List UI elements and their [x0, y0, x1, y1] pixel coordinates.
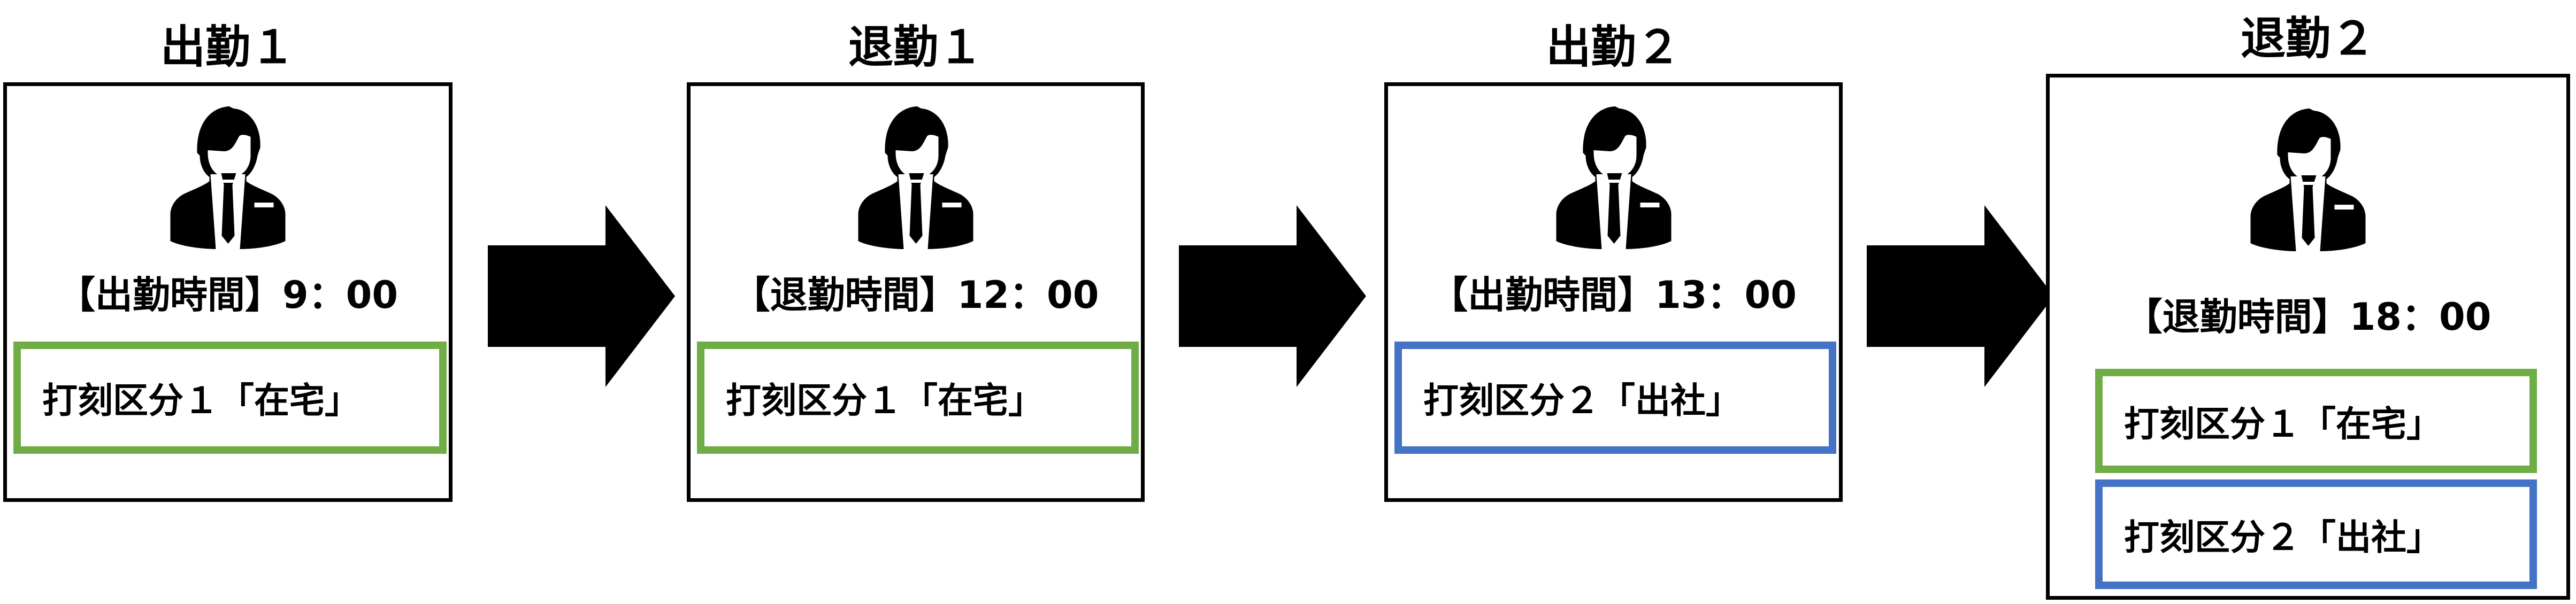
businessman-icon	[2251, 104, 2366, 251]
step-panel-1: 【出勤時間】9：00 打刻区分１「在宅」	[3, 82, 453, 502]
category-box-2: 打刻区分２「出社」	[2095, 479, 2537, 589]
step-panel-2: 【退勤時間】12：00 打刻区分１「在宅」	[687, 82, 1145, 502]
step-title-2: 退勤１	[848, 21, 983, 73]
businessman-icon	[1556, 102, 1671, 249]
category-label: 打刻区分２「出社」	[1423, 380, 1741, 421]
category-box-1: 打刻区分１「在宅」	[13, 342, 447, 454]
step-panel-3: 【出勤時間】13：00 打刻区分２「出社」	[1384, 82, 1843, 502]
right-arrow-icon	[1867, 205, 2054, 387]
category-box-1: 打刻区分１「在宅」	[2095, 369, 2537, 473]
businessman-icon	[171, 102, 286, 249]
category-label: 打刻区分２「出社」	[2124, 516, 2442, 558]
step-title-4: 退勤２	[2240, 12, 2375, 65]
step-title-1: 出勤１	[160, 21, 295, 73]
category-label: 打刻区分１「在宅」	[726, 380, 1044, 421]
category-box-2: 打刻区分２「出社」	[1394, 342, 1836, 454]
right-arrow-icon	[488, 205, 675, 387]
time-label: 【出勤時間】13：00	[1430, 273, 1797, 317]
category-label: 打刻区分１「在宅」	[42, 380, 360, 421]
right-arrow-icon	[1179, 205, 1366, 387]
step-panel-4: 【退勤時間】18：00 打刻区分１「在宅」 打刻区分２「出社」	[2046, 74, 2570, 600]
businessman-icon	[858, 102, 973, 249]
step-title-3: 出勤２	[1546, 21, 1681, 73]
category-box-1: 打刻区分１「在宅」	[697, 342, 1139, 454]
time-label: 【出勤時間】9：00	[57, 273, 398, 317]
time-label: 【退勤時間】12：00	[732, 273, 1099, 317]
category-label: 打刻区分１「在宅」	[2124, 403, 2442, 445]
time-label: 【退勤時間】18：00	[2125, 295, 2491, 339]
